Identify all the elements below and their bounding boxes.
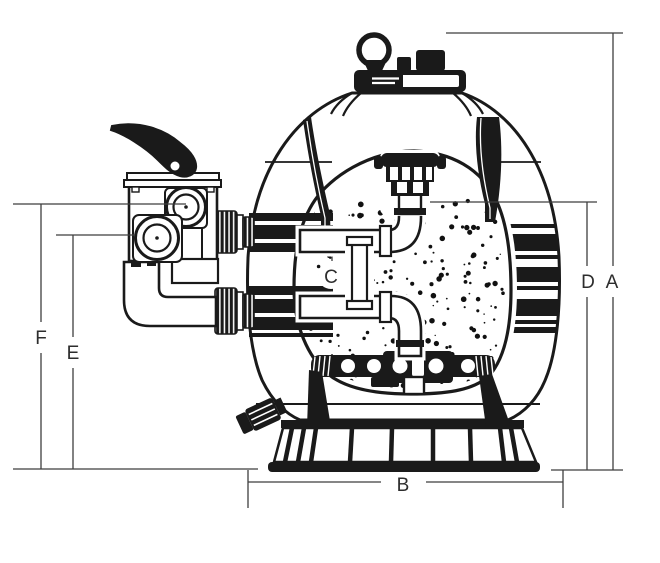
hub-drain-stub [402, 375, 426, 396]
valve-port-lower [132, 214, 183, 263]
pressure-gauge-knob [416, 50, 445, 71]
tank-strap-left [303, 117, 331, 250]
air-relief-knob [397, 57, 411, 71]
dimension-a: A [446, 32, 623, 470]
base-strap-right [479, 374, 511, 427]
dimension-d: D [430, 201, 597, 470]
base-stand [268, 370, 540, 472]
handle-pivot-hole [170, 161, 180, 171]
dimension-label-d: D [581, 272, 595, 293]
ring-base [363, 60, 387, 73]
dimension-f: F [13, 203, 186, 469]
union-coupling-lower [214, 287, 255, 335]
dimension-label-f: F [35, 328, 47, 349]
base-ribs [282, 427, 520, 463]
standpipe [345, 234, 374, 312]
dimension-c-halo [318, 263, 344, 289]
dimension-b: B [247, 470, 564, 508]
lateral-assembly [311, 351, 495, 396]
valve-elbow-pipe [122, 260, 218, 328]
dimension-label-c: C [324, 267, 338, 288]
neck-flare-lines [330, 92, 484, 117]
dimension-label-a: A [606, 272, 619, 293]
dimension-e: E [56, 234, 135, 469]
tank-strap-right [475, 117, 502, 222]
base-strap-left [307, 370, 331, 427]
diffuser-cap [381, 153, 439, 167]
base-bottom-rim [268, 462, 540, 472]
outlet-pipe-collar [378, 290, 393, 324]
valve-handle [109, 123, 198, 178]
dimension-label-b: B [397, 475, 410, 496]
outlet-pipe-band [396, 340, 424, 347]
diffuser [374, 150, 446, 216]
media-chamber [294, 151, 511, 394]
bulkhead-bands-left [249, 213, 333, 337]
dimension-lines: A D B F E [13, 32, 623, 508]
multiport-valve [109, 123, 222, 285]
base-top-band [281, 420, 524, 428]
union-coupling-upper [214, 210, 255, 254]
drain-fitting [235, 397, 288, 434]
tank-lid [330, 32, 484, 117]
dimension-label-e: E [67, 343, 80, 364]
outlet-pipe [295, 290, 426, 361]
inlet-pipe-collar [378, 224, 393, 258]
